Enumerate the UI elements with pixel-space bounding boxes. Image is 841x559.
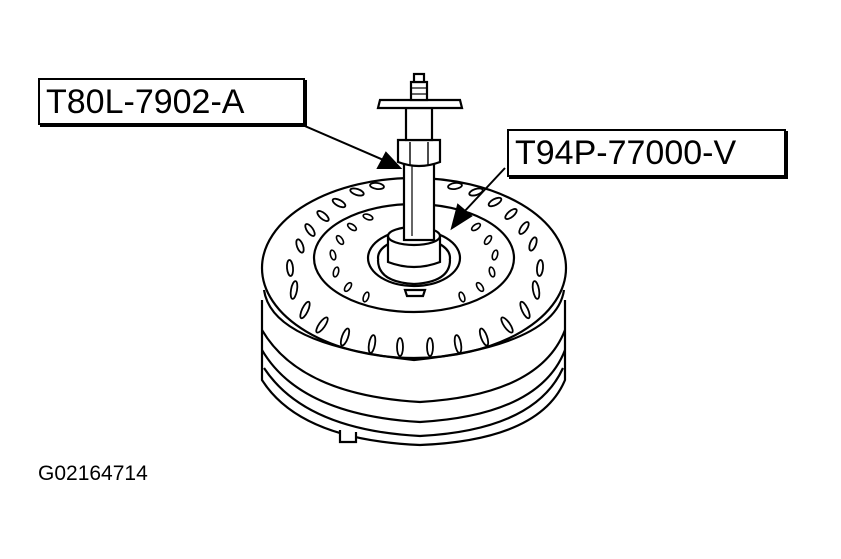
callout-tool-a: T80L-7902-A	[38, 78, 305, 125]
converter-cover-rim	[262, 289, 566, 362]
callout-tool-b-text: T94P-77000-V	[515, 134, 737, 172]
tool-bolt	[409, 80, 429, 102]
converter-shell-band-2	[261, 349, 567, 424]
converter-shell-band-1	[261, 329, 567, 404]
cover-slots-inner	[329, 213, 499, 303]
hub-slot	[403, 288, 427, 298]
tool-bolt-tip	[412, 72, 426, 84]
tool-crossbar	[376, 98, 464, 110]
figure-id: G02164714	[38, 462, 148, 485]
pilot-stud	[338, 430, 358, 444]
callout-tool-b: T94P-77000-V	[507, 129, 786, 177]
tool-nut	[396, 138, 442, 168]
callout-tool-a-text: T80L-7902-A	[46, 83, 245, 121]
converter-shell-band-3	[263, 367, 565, 438]
cover-slots-outer	[286, 181, 544, 357]
leader-tool-b	[462, 167, 506, 214]
arrowhead-tool-b	[450, 203, 473, 231]
tool-upper-shaft	[404, 106, 434, 142]
arrowhead-tool-a	[376, 151, 403, 169]
leader-tool-a	[290, 119, 389, 163]
hub-collar	[376, 259, 452, 286]
